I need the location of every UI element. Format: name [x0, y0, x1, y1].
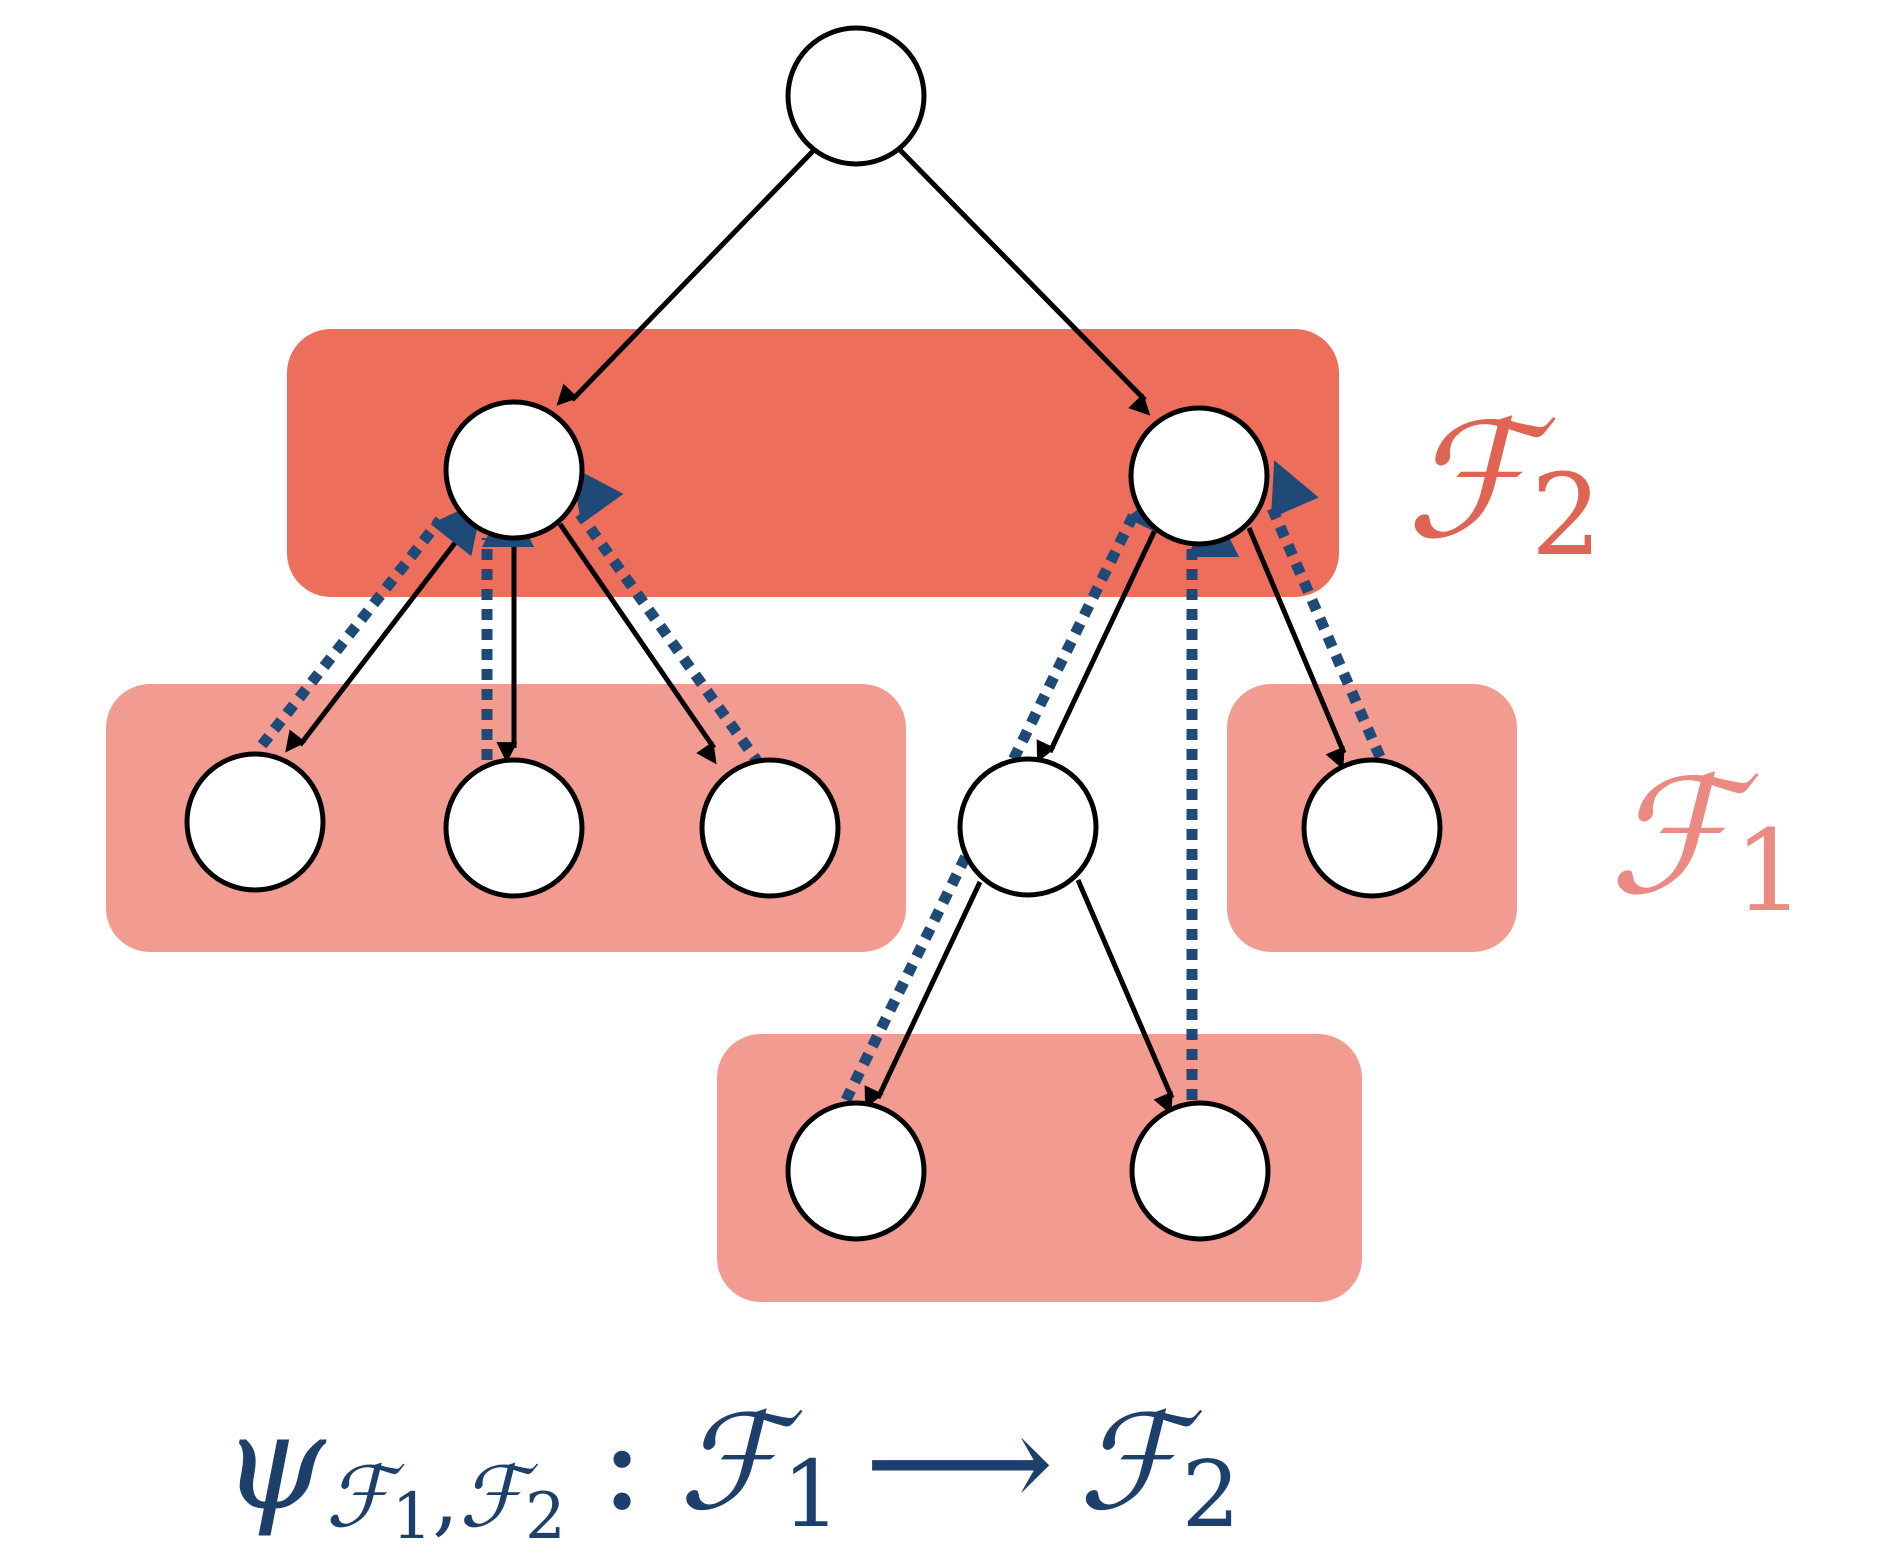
f2-label: ℱ2	[1405, 387, 1602, 581]
tree-node-b1	[957, 756, 1099, 898]
formula-sub-f2-index: 2	[525, 1480, 566, 1554]
f2-label-subscript: 2	[1531, 451, 1602, 581]
formula-sub-f1-index: 1	[392, 1480, 433, 1554]
edge-root-b	[898, 148, 1151, 416]
tree-node-b2	[1301, 757, 1443, 899]
map-b2-to-b	[1266, 460, 1386, 760]
map-a1-to-a	[257, 499, 484, 749]
tree-node-a	[443, 399, 585, 541]
mapping-formula: ψℱ1,ℱ2:ℱ1⟶ℱ2	[222, 1386, 1240, 1554]
formula-domain-index: 1	[782, 1441, 841, 1548]
tree-node-b	[1128, 405, 1270, 547]
f1-label: ℱ1	[1608, 743, 1805, 937]
formula-comma: ,	[432, 1448, 459, 1546]
edge-b1-b1b	[1075, 879, 1175, 1115]
f1-label-subscript: 1	[1734, 807, 1805, 937]
tree-node-b1a	[785, 1100, 927, 1242]
edge-b-b2	[1246, 527, 1347, 770]
edge-a-a1	[285, 524, 470, 753]
tree-node-b1b	[1129, 1100, 1271, 1242]
formula-arrow: ⟶	[865, 1386, 1054, 1540]
edge-a-a3	[557, 522, 717, 765]
tree-node-root	[785, 25, 927, 167]
formula-psi: ψ	[222, 1386, 327, 1540]
formula-colon: :	[600, 1386, 644, 1540]
tree-node-a3	[699, 757, 841, 899]
edge-b1-b1a	[864, 880, 983, 1109]
tree-node-a1	[184, 751, 326, 893]
formula-codomain-index: 2	[1182, 1441, 1241, 1548]
tree-node-a2	[443, 757, 585, 899]
edge-root-a	[556, 148, 816, 406]
edge-b-b1	[1036, 528, 1158, 763]
